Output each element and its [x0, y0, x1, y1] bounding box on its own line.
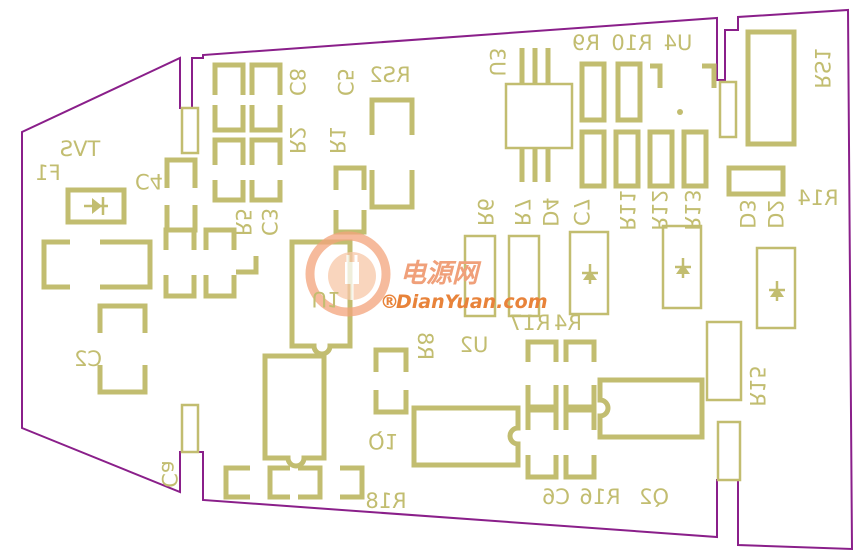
label-d3: D3	[735, 199, 759, 229]
r15-side-pad	[716, 420, 742, 482]
label-r13: R13	[680, 189, 704, 230]
label-r17: R17	[509, 311, 550, 335]
d3-footprint	[726, 165, 786, 197]
d4-footprint	[568, 230, 610, 316]
rs1-side-pad	[718, 80, 738, 139]
rs1-footprint	[745, 29, 797, 147]
r4-r17-footprints	[525, 339, 597, 410]
r11-r13-footprints	[579, 129, 709, 189]
u3-footprint	[504, 48, 574, 182]
q1-footprint	[262, 353, 327, 469]
ca-bottom-pad	[180, 403, 200, 454]
label-c2: C2	[74, 347, 102, 371]
label-r10: R10	[611, 31, 652, 55]
label-u2: U2	[460, 333, 489, 357]
d3-diode-footprint	[661, 224, 703, 310]
label-r15: R15	[745, 365, 769, 406]
u4-footprint	[650, 63, 717, 115]
label-r7: R7	[510, 198, 534, 226]
r18-footprint	[223, 465, 365, 500]
r8-footprint	[373, 347, 409, 415]
label-d2: D2	[763, 199, 787, 229]
label-r14: R14	[797, 186, 838, 210]
q2-footprint	[597, 377, 705, 440]
label-q1: Q1	[368, 429, 398, 453]
label-c8: C8	[285, 68, 309, 96]
label-q2: Q2	[639, 485, 669, 509]
board-outline	[21, 8, 854, 551]
label-r1: R1	[325, 126, 349, 154]
label-tvs: TVS	[60, 137, 102, 161]
ca-top-pad	[180, 106, 200, 155]
c2-footprint	[97, 303, 148, 395]
label-r5: R5	[231, 208, 255, 236]
label-r2: R2	[285, 126, 309, 154]
label-c6: C6	[542, 485, 570, 509]
label-u4: U4	[664, 31, 693, 55]
label-c4: C4	[135, 169, 163, 193]
rs2-footprint	[369, 97, 415, 210]
label-c3: C3	[257, 208, 281, 236]
label-r8: R8	[413, 332, 437, 360]
label-r4: R4	[554, 311, 582, 335]
watermark-en: DianYuan.com	[396, 291, 548, 313]
r15-footprint	[705, 320, 743, 402]
label-u3: U3	[485, 48, 509, 77]
label-r16: R16	[579, 485, 620, 509]
u2-footprint	[411, 405, 521, 468]
r16-c6-footprints	[525, 407, 597, 480]
label-c5: C5	[333, 68, 357, 96]
r9-r10-footprints	[579, 61, 643, 123]
c4-footprint	[164, 157, 198, 233]
d2-footprint	[755, 246, 797, 330]
c8-c5-r1-r2-footprints	[212, 62, 283, 203]
label-rs1: RS1	[810, 47, 834, 88]
tvs-footprint	[41, 239, 153, 290]
c3-r5-footprints	[163, 227, 259, 299]
watermark-reg: ®	[380, 291, 399, 313]
label-r11: R11	[615, 189, 639, 230]
watermark-logo	[305, 231, 391, 317]
label-rs2: RS2	[369, 63, 410, 87]
label-r6: R6	[473, 198, 497, 226]
f1-footprint	[65, 187, 127, 225]
label-ca: Ca	[157, 460, 181, 488]
r6-r7-footprints	[463, 234, 541, 318]
label-r18: R18	[365, 489, 406, 513]
label-c7: C7	[569, 198, 593, 226]
label-d4: D4	[538, 197, 562, 227]
r1-footprint	[333, 165, 367, 235]
label-u1: U1	[312, 287, 341, 311]
label-r9: R9	[572, 31, 600, 55]
label-r12: R12	[647, 189, 671, 230]
label-f1: F1	[35, 161, 60, 185]
watermark-cn: 电源网	[400, 259, 482, 289]
